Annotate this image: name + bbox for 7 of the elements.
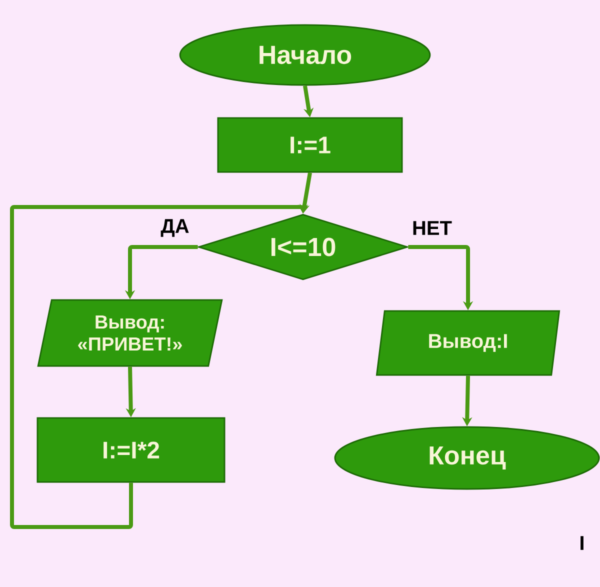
- arrow: [10, 204, 308, 529]
- edge-label: ДА: [160, 219, 189, 237]
- note: I: [580, 536, 584, 550]
- io-parallelogram: Вывод: «ПРИВЕТ!»: [37, 299, 223, 367]
- process-box: I:=I*2: [36, 417, 226, 483]
- edge-label: НЕТ: [413, 221, 452, 235]
- process-box: I:=1: [217, 117, 403, 173]
